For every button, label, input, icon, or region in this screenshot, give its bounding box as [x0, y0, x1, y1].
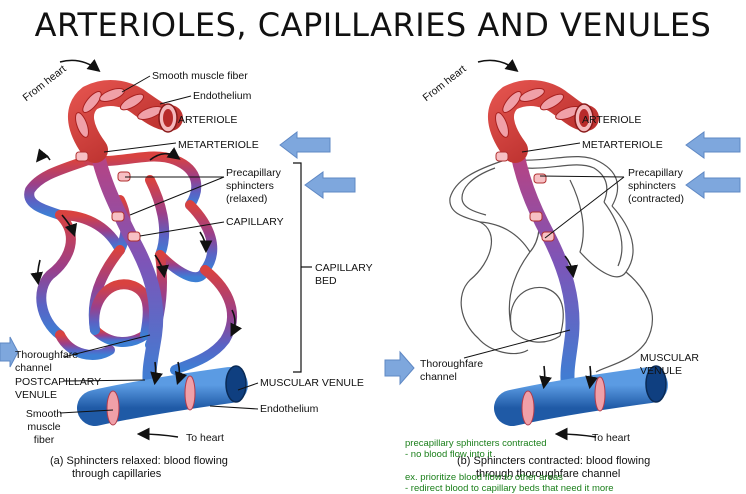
left-to-heart-label: To heart — [186, 432, 224, 444]
left-smooth-label-1: Smooth — [25, 408, 63, 420]
left-venule-muscle-bands — [106, 375, 196, 426]
note-line-2: - no blood flow into it — [405, 449, 493, 460]
capillary-bed-label-1: CAPILLARY — [315, 262, 373, 274]
right-precapillary-label-1: Precapillary — [628, 167, 683, 179]
right-venule-lumen — [645, 365, 667, 403]
pointer-arrows — [0, 130, 741, 386]
left-capillary-label: CAPILLARY — [226, 216, 284, 228]
right-thoroughfare-label-1: Thoroughfare — [420, 358, 484, 370]
left-caption-line-1: (a) Sphincters relaxed: blood flowing — [50, 455, 228, 467]
right-precapillary-state-label: (contracted) — [628, 193, 685, 205]
note-line-4: - redirect blood to capillary beds that … — [405, 483, 614, 494]
left-precapillary-label-1: Precapillary — [226, 167, 281, 179]
left-thoroughfare-label-1: Thoroughfare — [15, 349, 79, 361]
left-caption-line-2: through capillaries — [72, 468, 162, 480]
left-precapillary-label-2: sphincters — [226, 180, 274, 192]
left-thoroughfare-label-2: channel — [15, 362, 52, 374]
right-metarteriole-label: METARTERIOLE — [582, 139, 663, 151]
right-precapillary-sphincters — [495, 151, 555, 242]
left-muscular-venule-label: MUSCULAR VENULE — [260, 377, 364, 389]
right-caption-line-1: (b) Sphincters contracted: blood flowing — [457, 455, 651, 467]
right-diagram — [449, 80, 668, 426]
right-caption-line-2: through thoroughfare channel — [476, 468, 621, 480]
note-line-3: ex. prioritize blood flow to other areas — [405, 472, 563, 483]
right-capillary-network — [449, 156, 653, 373]
right-muscular-venule-label-1: MUSCULAR — [640, 352, 699, 364]
right-arteriole-muscle-bands — [495, 88, 581, 138]
pointer-arrow-thoroughfare-right — [384, 350, 415, 386]
left-arteriole-lumen-inner — [163, 109, 173, 127]
left-precapillary-sphincters — [75, 151, 141, 242]
left-arteriole-label: ARTERIOLE — [178, 114, 238, 126]
capillary-bed-label-2: BED — [315, 275, 337, 287]
right-arteriole-lumen-inner — [579, 109, 589, 127]
postcapillary-venule-label-2: VENULE — [15, 389, 58, 401]
pointer-arrow-sphincters-left — [304, 171, 356, 199]
slide-title: ARTERIOLES, CAPILLARIES AND VENULES — [34, 6, 712, 44]
pointer-arrow-sphincters-right — [685, 171, 741, 199]
pointer-arrow-metarteriole-right — [685, 131, 741, 159]
right-precapillary-label-2: sphincters — [628, 180, 676, 192]
postcapillary-venule-label-1: POSTCAPILLARY — [15, 376, 102, 388]
left-arteriole-muscle-bands — [75, 88, 163, 138]
left-endothelium-top-label: Endothelium — [193, 90, 252, 102]
right-arteriole-label: ARTERIOLE — [582, 114, 642, 126]
right-thoroughfare-label-2: channel — [420, 371, 457, 383]
capillary-bed-bracket — [293, 162, 302, 373]
right-to-heart-label: To heart — [592, 432, 630, 444]
left-endothelium-bottom-label: Endothelium — [260, 403, 319, 415]
leader-lines — [59, 75, 625, 414]
right-thoroughfare-channel — [508, 133, 580, 392]
left-diagram — [24, 80, 248, 426]
left-smooth-label-3: fiber — [33, 434, 55, 446]
left-thoroughfare-channel — [88, 133, 164, 392]
pointer-arrow-metarteriole-left — [279, 130, 331, 160]
pointer-arrow-thoroughfare-left — [0, 336, 19, 368]
right-muscular-venule-label-2: VENULE — [640, 365, 683, 377]
flow-arrows — [30, 59, 598, 441]
left-smooth-label-2: muscle — [27, 421, 61, 433]
left-capillary-network — [24, 151, 238, 375]
note-line-1: precapillary sphincters contracted — [405, 438, 547, 449]
left-precapillary-state-label: (relaxed) — [226, 193, 268, 205]
left-venule-lumen — [225, 365, 247, 403]
left-smooth-muscle-fiber-label: Smooth muscle fiber — [152, 70, 248, 82]
left-metarteriole-label: METARTERIOLE — [178, 139, 259, 151]
right-venule-muscle-bands — [521, 376, 606, 426]
